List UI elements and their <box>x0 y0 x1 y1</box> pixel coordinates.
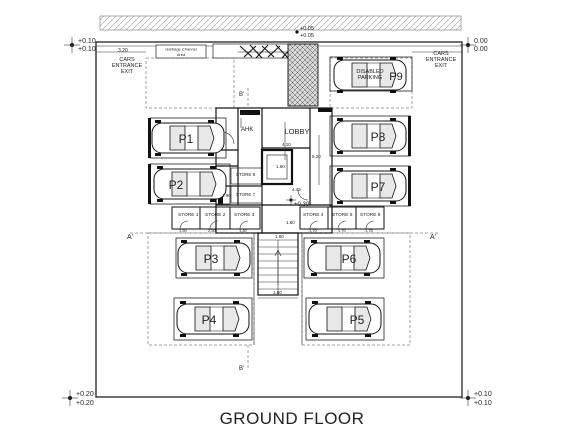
svg-text:ENTRANCE: ENTRANCE <box>112 63 143 69</box>
svg-text:Garbage Channel: Garbage Channel <box>165 47 197 52</box>
parking-space-p9 <box>329 56 413 92</box>
svg-text:1.70: 1.70 <box>309 228 318 233</box>
driveway-left <box>145 57 235 109</box>
section-line-b-bottom: B' <box>239 345 249 372</box>
lobby-label: LOBBY <box>284 127 309 136</box>
svg-text:STORE 7: STORE 7 <box>236 192 256 197</box>
svg-text:5.20: 5.20 <box>312 154 321 159</box>
stores-row <box>171 206 385 230</box>
parking-label-p9: P9 <box>389 71 402 83</box>
svg-text:1.80: 1.80 <box>275 234 284 239</box>
parking-label-p8: P8 <box>371 130 386 144</box>
svg-text:Area: Area <box>177 52 186 57</box>
svg-text:+0.10: +0.10 <box>78 38 96 45</box>
parking-label-p7: P7 <box>371 180 386 194</box>
svg-text:STORE 8: STORE 8 <box>236 172 256 177</box>
svg-text:EXIT: EXIT <box>121 69 134 75</box>
store-4-label: STORE 4 <box>303 212 324 218</box>
svg-text:A': A' <box>127 234 133 241</box>
svg-text:+0.10: +0.10 <box>474 400 492 407</box>
entrance-ramp-hatched <box>287 43 319 107</box>
planting-icon <box>212 43 300 59</box>
svg-text:2.50: 2.50 <box>208 228 217 233</box>
parking-space-p4: P4 <box>173 297 253 341</box>
svg-text:1.70: 1.70 <box>338 228 347 233</box>
svg-text:ENTRANCE: ENTRANCE <box>426 57 457 63</box>
svg-text:+0.30: +0.30 <box>294 202 310 208</box>
svg-text:B': B' <box>239 366 244 372</box>
parking-label-p1: P1 <box>179 132 194 146</box>
cars-entrance-left-label: CARS ENTRANCE EXIT <box>112 57 143 75</box>
store-2-label: STORE 2 <box>205 212 226 218</box>
parking-zone-lower-left <box>147 232 255 346</box>
svg-text:+0.20: +0.20 <box>76 391 94 398</box>
level-marker-bottom-right: +0.10 +0.10 <box>460 390 492 407</box>
svg-text:CARS: CARS <box>433 51 449 57</box>
parking-label-p2: P2 <box>169 178 184 192</box>
parking-space-p6: P6 <box>303 237 385 279</box>
store-8-room <box>230 167 263 185</box>
svg-text:B': B' <box>239 92 244 98</box>
svg-text:3.20: 3.20 <box>118 48 128 54</box>
cars-entrance-right-label: CARS ENTRANCE EXIT <box>426 51 457 69</box>
svg-text:0.00: 0.00 <box>474 38 488 45</box>
svg-text:+0.10: +0.10 <box>474 391 492 398</box>
svg-text:1.80: 1.80 <box>286 220 295 225</box>
svg-text:+0.10: +0.10 <box>78 46 96 53</box>
level-marker-top-center: +0.05 +0.05 <box>295 26 314 39</box>
parking-label-p4: P4 <box>202 313 217 327</box>
parking-space-p1: P1 <box>148 117 227 159</box>
svg-text:+0.05: +0.05 <box>300 33 314 39</box>
disabled-parking-label: DISABLED <box>356 69 383 75</box>
svg-text:A': A' <box>430 234 436 241</box>
site-boundary <box>95 41 463 398</box>
store-3-label: STORE 3 <box>234 212 255 218</box>
parking-label-p6: P6 <box>342 252 357 266</box>
level-marker-top-left: +0.10 +0.10 <box>64 37 96 53</box>
svg-text:CARS: CARS <box>119 57 135 63</box>
svg-text:4.45: 4.45 <box>292 187 301 192</box>
svg-text:1.60: 1.60 <box>240 111 249 116</box>
svg-text:1.75: 1.75 <box>365 228 374 233</box>
drawing-title: GROUND FLOOR <box>219 409 365 428</box>
ahk-label: AHK <box>241 127 253 133</box>
svg-text:0.00: 0.00 <box>474 46 488 53</box>
parking-space-p2: P2 <box>148 163 231 205</box>
level-marker-bottom-left: +0.20 +0.20 <box>62 390 94 407</box>
parking-space-p5: P5 <box>305 297 385 341</box>
store-6-label: STORE 6 <box>360 212 381 218</box>
garbage-channel-area <box>155 44 207 59</box>
svg-text:4.10: 4.10 <box>282 142 291 147</box>
svg-text:1.60: 1.60 <box>273 290 282 295</box>
store-5-label: STORE 5 <box>332 212 353 218</box>
store-1-label: STORE 1 <box>178 212 199 218</box>
svg-text:1.90: 1.90 <box>222 193 231 198</box>
svg-text:EXIT: EXIT <box>435 63 448 69</box>
level-marker-top-right: 0.00 0.00 <box>460 37 488 53</box>
level-marker-center: +0.30 <box>286 195 310 208</box>
parking-label-p3: P3 <box>204 252 219 266</box>
parking-space-p8: P8 <box>329 115 411 157</box>
svg-text:PARKING: PARKING <box>358 75 382 81</box>
parking-label-p5: P5 <box>350 313 365 327</box>
boundary-hatch-strip <box>99 15 462 31</box>
svg-text:+0.05: +0.05 <box>300 26 314 32</box>
svg-text:1.60: 1.60 <box>276 164 285 169</box>
svg-text:1.40: 1.40 <box>239 228 248 233</box>
parking-space-p3: P3 <box>175 237 253 279</box>
section-line-b-top: B' <box>239 88 249 106</box>
svg-text:+0.20: +0.20 <box>76 400 94 407</box>
parking-space-p7: P7 <box>329 165 411 207</box>
store-7-room <box>230 185 263 204</box>
staircase <box>253 232 303 345</box>
svg-text:1.50: 1.50 <box>179 228 188 233</box>
